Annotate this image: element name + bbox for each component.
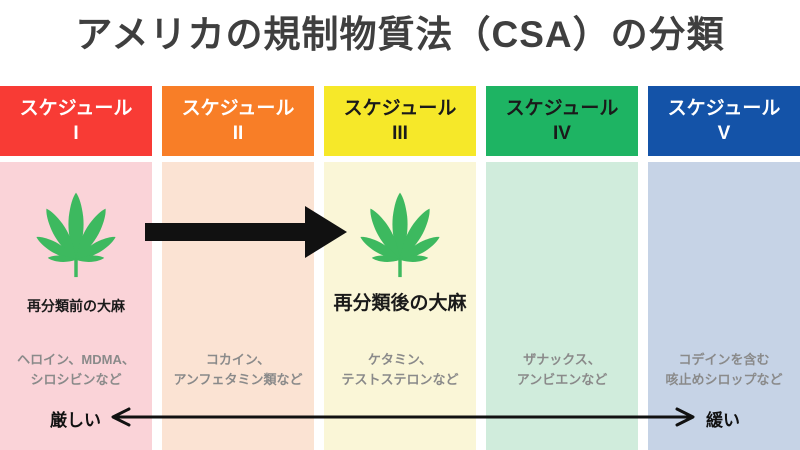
schedule-body-3: 再分類後の大麻 ケタミン、 テストステロンなど [324, 162, 476, 450]
leaf-caption-after: 再分類後の大麻 [333, 293, 467, 314]
drug-examples-line: ヘロイン、MDMA、 [17, 352, 135, 367]
schedule-column-5: スケジュール V コデインを含む 咳止めシロップなど [648, 86, 800, 450]
schedule-header-5: スケジュール V [648, 86, 800, 156]
schedule-header-label: スケジュール [505, 98, 619, 119]
leaf-caption-before: 再分類前の大麻 [27, 298, 125, 314]
drug-examples-line: ザナックス、 [523, 352, 601, 367]
schedule-body-4: ザナックス、 アンビエンなど [486, 162, 638, 450]
drug-examples-line: テストステロンなど [341, 372, 459, 387]
schedule-numeral: III [392, 123, 408, 144]
drug-examples-5: コデインを含む 咳止めシロップなど [648, 350, 800, 390]
severity-label-strict: 厳しい [50, 411, 101, 430]
schedule-header-1: スケジュール I [0, 86, 152, 156]
drug-examples-line: コデインを含む [678, 352, 770, 367]
schedule-columns: スケジュール I 再分類前の大麻 [0, 86, 800, 450]
schedule-column-4: スケジュール IV ザナックス、 アンビエンなど [486, 86, 638, 450]
cannabis-leaf-icon [357, 192, 443, 278]
drug-examples-2: コカイン、 アンフェタミン類など [162, 350, 314, 390]
schedule-header-3: スケジュール III [324, 86, 476, 156]
schedule-column-2: スケジュール II コカイン、 アンフェタミン類など [162, 86, 314, 450]
schedule-column-1: スケジュール I 再分類前の大麻 [0, 86, 152, 450]
drug-examples-3: ケタミン、 テストステロンなど [324, 350, 476, 390]
drug-examples-1: ヘロイン、MDMA、 シロシビンなど [0, 350, 152, 390]
schedule-body-5: コデインを含む 咳止めシロップなど [648, 162, 800, 450]
drug-examples-4: ザナックス、 アンビエンなど [486, 350, 638, 390]
schedule-header-label: スケジュール [181, 98, 295, 119]
drug-examples-line: アンビエンなど [516, 372, 608, 387]
page-title: アメリカの規制物質法（CSA）の分類 [75, 14, 725, 55]
schedule-body-2: コカイン、 アンフェタミン類など [162, 162, 314, 450]
schedule-numeral: V [717, 123, 731, 144]
drug-examples-line: ケタミン、 [367, 352, 433, 367]
schedule-numeral: I [73, 123, 79, 144]
severity-label-lenient: 緩い [706, 411, 740, 430]
schedule-header-2: スケジュール II [162, 86, 314, 156]
schedule-header-4: スケジュール IV [486, 86, 638, 156]
schedule-body-1: 再分類前の大麻 ヘロイン、MDMA、 シロシビンなど [0, 162, 152, 450]
schedule-numeral: II [232, 123, 244, 144]
schedule-column-3: スケジュール III 再分類後の大麻 [324, 86, 476, 450]
schedule-numeral: IV [553, 123, 571, 144]
drug-examples-line: シロシビンなど [30, 372, 122, 387]
drug-examples-line: コカイン、 [205, 352, 271, 367]
drug-examples-line: アンフェタミン類など [173, 372, 303, 387]
drug-examples-line: 咳止めシロップなど [665, 372, 783, 387]
schedule-header-label: スケジュール [667, 98, 781, 119]
schedule-header-label: スケジュール [343, 98, 457, 119]
cannabis-leaf-icon [33, 192, 119, 278]
schedule-header-label: スケジュール [19, 98, 133, 119]
